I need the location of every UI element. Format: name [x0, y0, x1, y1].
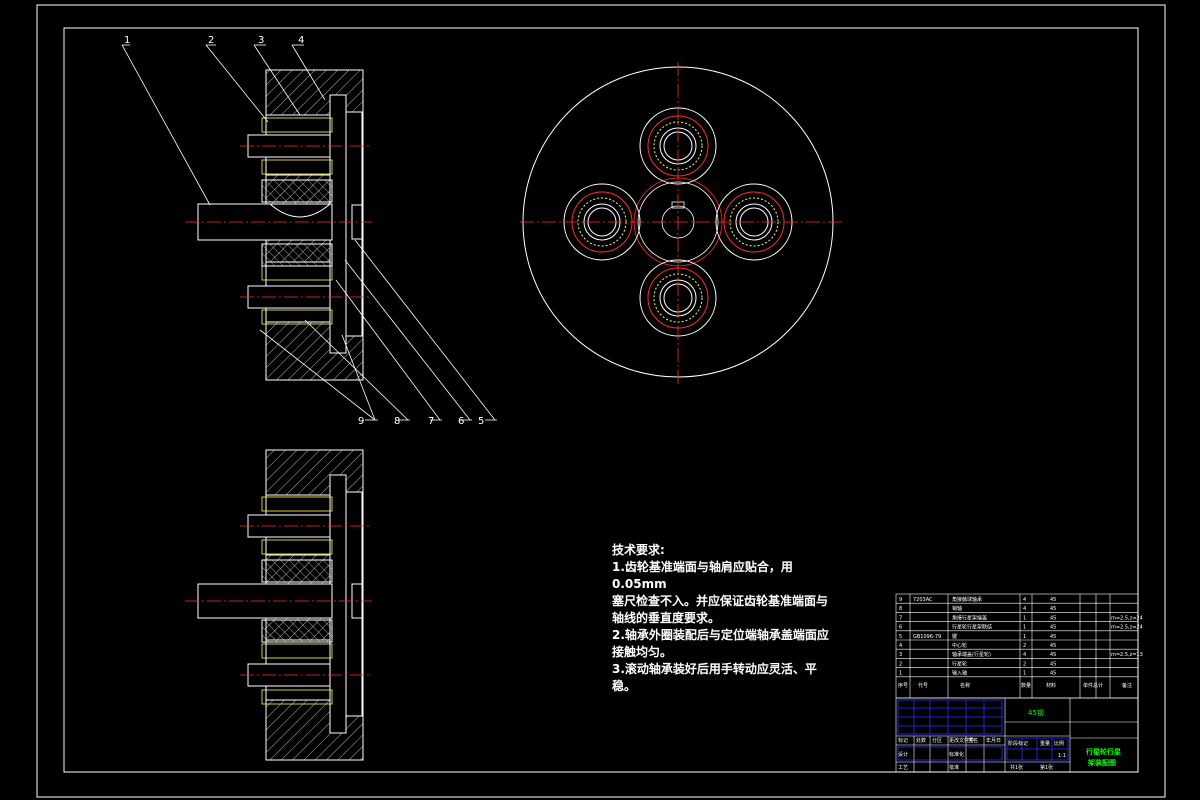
- front-view: [520, 62, 842, 385]
- tech-line-5: 接触均匀。: [612, 645, 673, 659]
- change-header-4: 签名: [968, 737, 978, 744]
- part-label-4: 4: [298, 35, 304, 46]
- tech-title: 技术要求:: [612, 543, 665, 557]
- bom-cell-name: 轴承端盖(行星轮): [952, 651, 991, 658]
- tech-line-6: 3.滚动轴承装好后用手转动应灵活、平: [612, 662, 817, 676]
- bom-cell-material: 45: [1050, 661, 1056, 667]
- section-view-top: [185, 69, 372, 381]
- change-header-1: 处数: [916, 737, 926, 744]
- bom-cell-material: 45: [1050, 615, 1056, 621]
- bom-cell-material: 45: [1050, 652, 1056, 658]
- bom-cell-no: 4: [899, 643, 902, 649]
- change-header-5: 年月日: [986, 737, 1001, 744]
- bom-cell-no: 9: [899, 597, 902, 603]
- bom-table: [895, 593, 1139, 699]
- leader-lines-top: [121, 44, 497, 421]
- change-header-3: 更改文件号: [949, 737, 974, 744]
- sheet-no: 第1张: [1040, 764, 1053, 771]
- part-label-8: 8: [394, 416, 400, 427]
- bom-cell-no: 6: [899, 625, 902, 631]
- tech-line-3: 轴线的垂直度要求。: [612, 611, 721, 625]
- bom-header-unit_weight: 单件总计: [1083, 682, 1103, 689]
- bom-cell-qty: 1: [1023, 625, 1026, 631]
- stage-label-1: 重量: [1040, 740, 1050, 747]
- role-process: 工艺: [898, 765, 908, 771]
- part-label-9: 9: [358, 416, 364, 427]
- bom-header-name: 名称: [960, 682, 970, 689]
- section-view-bottom: [185, 449, 372, 761]
- bom-cell-material: 45: [1050, 634, 1056, 640]
- part-labels: 1 2 3 4 5 6 7 8 9: [124, 35, 484, 427]
- sheet-total: 共1张: [1010, 764, 1023, 771]
- change-header-0: 标记: [898, 737, 908, 744]
- bom-cell-code: GB1096-79: [913, 634, 941, 640]
- tech-line-1: 1.齿轮基准端面与轴肩应贴合，用0.05mm: [612, 560, 793, 591]
- bom-cell-material: 45: [1050, 671, 1056, 677]
- bom-cell-name: 中心轮: [952, 642, 967, 649]
- tech-line-7: 稳。: [612, 679, 637, 693]
- part-label-5: 5: [478, 416, 484, 427]
- bom-cell-name: 销轴: [952, 605, 962, 612]
- bom-cell-note: m=2.5,z=24: [1111, 615, 1143, 621]
- part-label-3: 3: [258, 35, 264, 46]
- outer-frame: [36, 4, 1166, 798]
- bom-cell-name: 输入轴: [952, 670, 967, 677]
- bom-cell-name: 角接行星架端盖: [952, 614, 987, 621]
- drawing-title-line2: 架装配图: [1087, 758, 1116, 767]
- bom-cell-material: 45: [1050, 606, 1056, 612]
- bom-cell-qty: 1: [1023, 634, 1026, 640]
- bom-cell-qty: 4: [1023, 652, 1026, 658]
- technical-requirements: 技术要求: 1.齿轮基准端面与轴肩应贴合，用0.05mm 塞尺检查不入。并应保证…: [612, 542, 842, 695]
- bom-cell-code: 7203AC: [913, 597, 933, 603]
- bom-header-qty: 数量: [1021, 682, 1031, 689]
- part-label-7: 7: [428, 416, 434, 427]
- bom-cell-no: 8: [899, 606, 902, 612]
- bom-header-note: 备注: [1122, 682, 1132, 689]
- bom-cell-no: 5: [899, 634, 902, 640]
- bom-cell-qty: 1: [1023, 615, 1026, 621]
- bom-cell-no: 3: [899, 652, 902, 658]
- stage-label-2: 比例: [1054, 740, 1064, 747]
- material-text: 45钢: [1028, 708, 1044, 717]
- part-label-1: 1: [124, 35, 130, 46]
- bom-cell-material: 45: [1050, 643, 1056, 649]
- standardize-label: 标准化: [949, 751, 964, 758]
- bom-cell-qty: 1: [1023, 671, 1026, 677]
- bom-cell-material: 45: [1050, 625, 1056, 631]
- part-label-6: 6: [458, 416, 464, 427]
- bom-cell-material: 45: [1050, 597, 1056, 603]
- bom-header-no: 序号: [898, 682, 908, 689]
- role-design: 设计: [898, 751, 908, 758]
- tech-line-2: 塞尺检查不入。并应保证齿轮基准端面与: [612, 594, 829, 608]
- ratio-text: 1:1: [1058, 753, 1066, 759]
- bom-cell-name: 行星轮行星架联结: [952, 624, 992, 631]
- bom-cell-note: m=2.5,z=24: [1111, 625, 1143, 631]
- tech-line-4: 2.轴承外圈装配后与定位端轴承盖端面应: [612, 628, 829, 642]
- title-block: [895, 697, 1139, 773]
- bom-cell-qty: 4: [1023, 597, 1026, 603]
- bom-header-code: 代号: [918, 682, 928, 689]
- bom-cell-name: 键: [952, 633, 957, 640]
- bom-cell-no: 2: [899, 661, 902, 667]
- bom-cell-name: 行星轮: [952, 660, 967, 667]
- stage-label-0: 阶段标记: [1008, 740, 1028, 747]
- drawing-title-line1: 行星轮行星: [1085, 747, 1121, 756]
- bom-cell-qty: 2: [1023, 643, 1026, 649]
- role-approve: 批准: [949, 764, 959, 771]
- bom-cell-qty: 4: [1023, 606, 1026, 612]
- revision-grid: [897, 699, 1069, 761]
- bom-cell-note: m=2.5,z=13: [1111, 652, 1143, 658]
- bom-cell-qty: 2: [1023, 661, 1026, 667]
- bom-header-material: 材料: [1046, 682, 1056, 689]
- bom-cell-no: 7: [899, 615, 902, 621]
- inner-frame: [63, 27, 1139, 773]
- part-label-2: 2: [208, 35, 214, 46]
- change-header-2: 分区: [932, 737, 942, 744]
- bom-cell-no: 1: [899, 671, 902, 677]
- bom-cell-name: 角接触球轴承: [952, 596, 982, 603]
